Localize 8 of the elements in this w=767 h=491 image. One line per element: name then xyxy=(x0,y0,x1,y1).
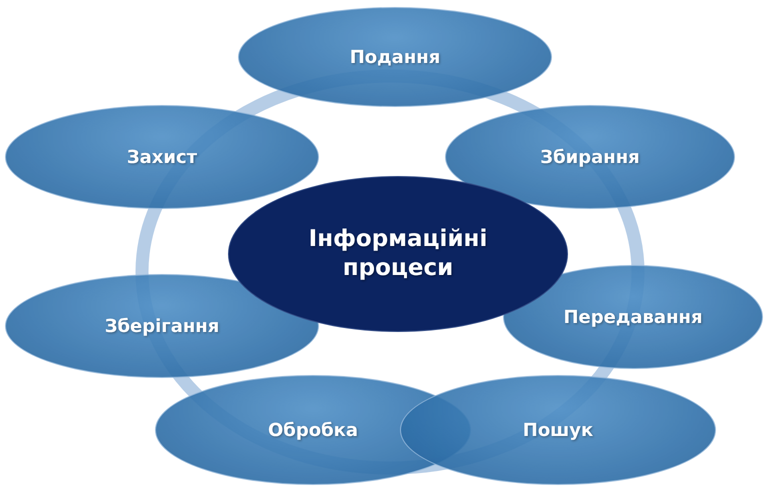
node-label: Пошук xyxy=(522,420,594,440)
node-label: Подання xyxy=(350,46,440,68)
node-label: Захист xyxy=(126,146,198,168)
node-label: Обробка xyxy=(268,420,358,440)
node-label: Зберігання xyxy=(104,316,220,336)
node-label: Інформаційні процеси xyxy=(308,225,488,283)
node-label: Передавання xyxy=(563,306,703,328)
node-label: Збирання xyxy=(540,146,640,168)
